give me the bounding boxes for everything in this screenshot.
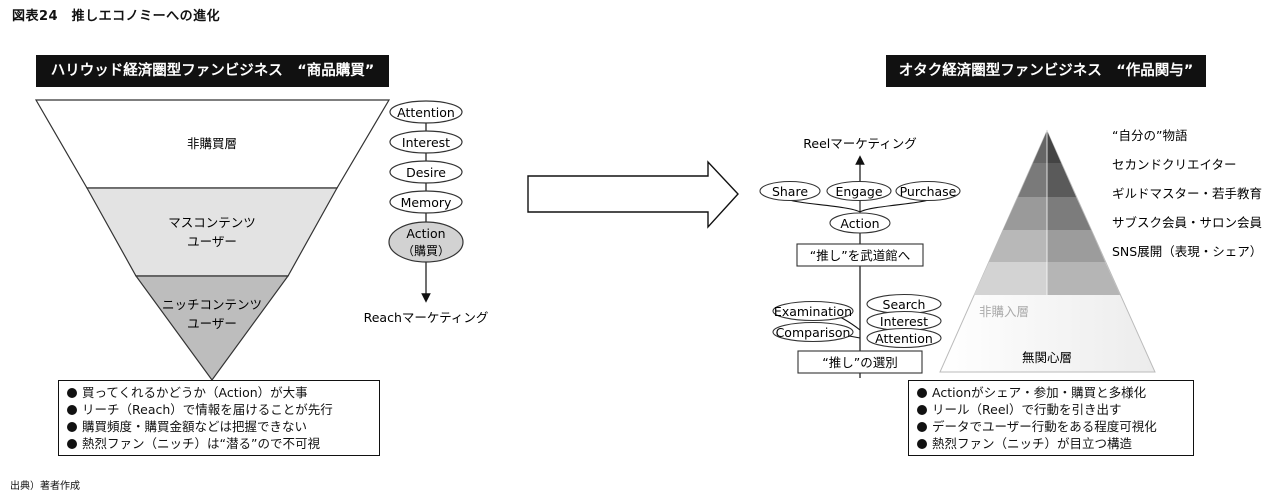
funnel-layer-bottom [134,275,290,382]
funnel-layer-middle [85,187,339,277]
left-note-item: 購買頻度・購買金額などは把握できない [67,418,371,435]
comparison-node [772,321,854,343]
aidma-memory [389,190,463,214]
funnel-label-middle-2: ユーザー [187,234,237,249]
aidma-action-label-2: （購買） [402,244,450,258]
engage-node [826,180,892,202]
bullet-icon [67,439,77,449]
share-label: Share [772,184,808,199]
action-node [829,212,891,234]
budokan-box [796,243,924,267]
bullet-icon [67,388,77,398]
bullet-icon [917,439,927,449]
funnel-label-bottom-1: ニッチコンテンツ [162,297,262,312]
bullet-icon [917,405,927,415]
selection-label: “推し”の選別 [822,355,897,370]
figure-title: 図表24 推しエコノミーへの進化 [12,9,221,24]
pyramid-label-1: “自分の”物語 [1112,128,1188,143]
examination-node [772,300,854,322]
aidma-chain: Attention Interest Desire Memory Action … [364,100,489,325]
pyramid-label-3: ギルドマスター・若手教育 [1112,186,1262,201]
left-note-item: 買ってくれるかどうか（Action）が大事 [67,384,371,401]
pyramid-label-5: SNS展開（表現・シェア） [1112,244,1262,259]
attention-node [866,327,942,349]
right-note-item: リール（Reel）で行動を引き出す [917,401,1185,418]
pyramid-inner-indifferent: 無関心層 [1022,350,1072,365]
bullet-icon [917,388,927,398]
selection-box [797,350,923,374]
share-node [759,180,821,202]
reach-marketing-label: Reachマーケティング [364,310,489,325]
aidma-attention [389,100,463,124]
right-note-item: データでユーザー行動をある程度可視化 [917,418,1185,435]
purchase-node [895,180,961,202]
pyramid-inner-nonbuyer: 非購入層 [979,304,1029,319]
examination-label: Examination [774,304,852,319]
aidma-action-label-1: Action [406,226,445,241]
right-notes-box: Actionがシェア・参加・購買と多様化 リール（Reel）で行動を引き出す デ… [908,380,1194,456]
left-notes-box: 買ってくれるかどうか（Action）が大事 リーチ（Reach）で情報を届けるこ… [58,380,380,456]
evolution-arrow [527,160,739,229]
aidma-desire [389,160,463,184]
reel-marketing-label: Reelマーケティング [803,136,916,151]
purchase-label: Purchase [900,184,957,199]
bullet-icon [67,405,77,415]
right-note-item: Actionがシェア・参加・購買と多様化 [917,384,1185,401]
comparison-label: Comparison [776,325,851,340]
right-header: オタク経済圏型ファンビジネス “作品関与” [886,55,1206,87]
aidma-interest-label: Interest [402,135,450,150]
aidma-attention-label: Attention [397,105,455,120]
bullet-icon [67,422,77,432]
funnel-label-middle-1: マスコンテンツ [168,215,256,230]
fan-pyramid: 非購入層 無関心層 “自分の”物語 セカンドクリエイター ギルドマスター・若手教… [939,128,1263,373]
action-label: Action [840,216,879,231]
attention-label: Attention [875,331,933,346]
pyramid-label-2: セカンドクリエイター [1112,157,1237,172]
funnel-label-bottom-2: ユーザー [187,316,237,331]
aidma-action [388,221,464,263]
aidma-interest [389,130,463,154]
pyramid-label-4: サブスク会員・サロン会員 [1112,215,1263,230]
left-header: ハリウッド経済圏型ファンビジネス “商品購買” [36,55,389,87]
engagement-tree: Reelマーケティング Share Engage Purchase Action… [759,136,961,378]
search-label: Search [883,297,926,312]
funnel-label-top: 非購買層 [187,136,237,151]
right-note-item: 熱烈ファン（ニッチ）が目立つ構造 [917,435,1185,452]
bullet-icon [917,422,927,432]
engage-label: Engage [835,184,882,199]
budokan-label: “推し”を武道館へ [810,248,910,263]
source-note: 出典）著者作成 [10,481,80,492]
aidma-desire-label: Desire [406,165,446,180]
left-note-item: リーチ（Reach）で情報を届けることが先行 [67,401,371,418]
left-note-item: 熱烈ファン（ニッチ）は“潜る”ので不可視 [67,435,371,452]
interest-label: Interest [880,314,928,329]
funnel: 非購買層 マスコンテンツ ユーザー ニッチコンテンツ ユーザー [34,99,391,382]
aidma-memory-label: Memory [401,195,452,210]
